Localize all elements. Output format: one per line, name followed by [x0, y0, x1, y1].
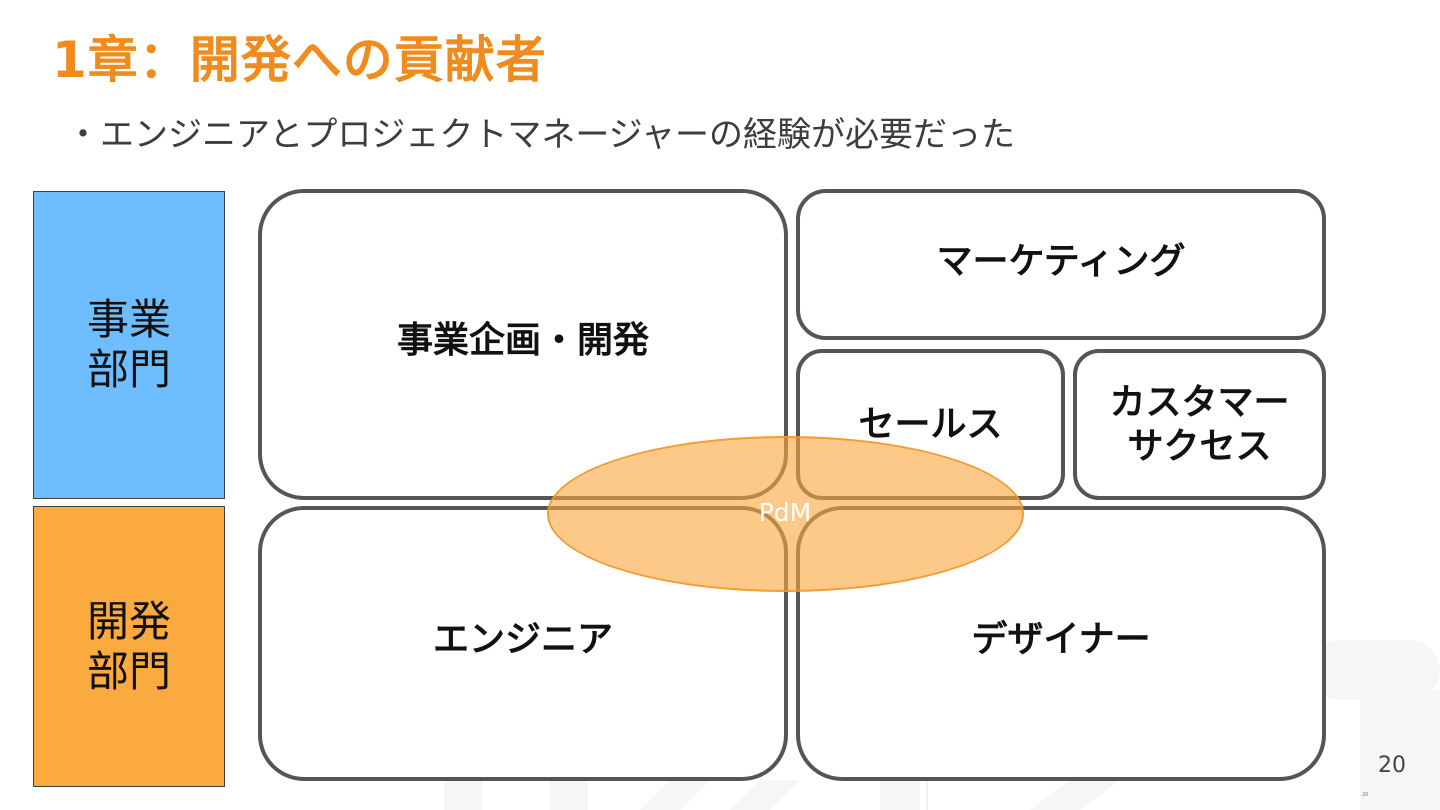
development-department-line-2: 部門: [86, 646, 171, 696]
business-department-line-1: 事業: [86, 295, 171, 344]
role-customer-success: カスタマー サクセス: [1073, 349, 1326, 500]
pdm-ellipse: [547, 436, 1024, 592]
role-designer-label: デザイナー: [971, 618, 1151, 660]
slide-title: 1章：開発への貢献者: [52, 31, 547, 89]
role-engineer-label: エンジニア: [432, 618, 613, 660]
role-customer-success-line-2: サクセス: [1127, 425, 1272, 467]
business-department-label: 事業 部門: [33, 191, 225, 499]
page-number-small: 20: [1362, 792, 1369, 798]
role-business-planning-label: 事業企画・開発: [396, 319, 649, 361]
development-department-line-1: 開発: [86, 596, 171, 646]
development-department-label: 開発 部門: [33, 506, 225, 787]
role-marketing: マーケティング: [796, 189, 1326, 340]
slide-subtitle: ・エンジニアとプロジェクトマネージャーの経験が必要だった: [66, 115, 1015, 155]
business-department-line-2: 部門: [86, 345, 171, 394]
role-customer-success-line-1: カスタマー: [1109, 381, 1290, 423]
role-sales-label: セールス: [858, 403, 1003, 445]
page-number: 20: [1378, 753, 1406, 778]
pdm-label: PdM: [758, 498, 812, 527]
role-marketing-label: マーケティング: [936, 240, 1186, 282]
